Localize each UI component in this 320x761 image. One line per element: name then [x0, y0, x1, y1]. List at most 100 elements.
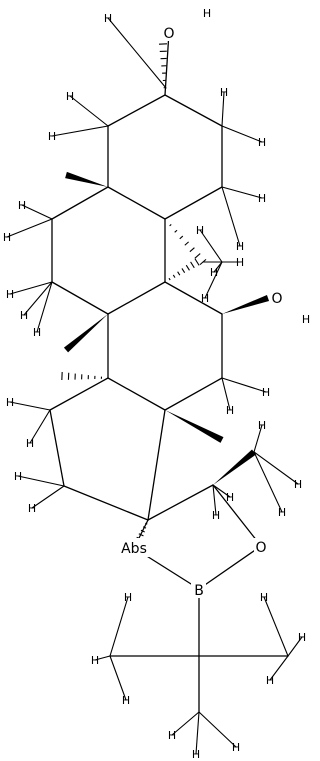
hydrogen-label-32: H: [192, 748, 200, 761]
bond-C9-C11: [164, 281, 223, 315]
hydrogen-label-19: H: [262, 386, 270, 399]
hydrogen-label-13: H: [33, 326, 41, 339]
hydrogen-bond-32: [195, 711, 200, 755]
bond-C13-C14: [107, 377, 166, 411]
hydrogen-bond-25: [109, 596, 129, 657]
hydrogen-label-12: H: [20, 309, 28, 322]
hydrogen-label-17: H: [28, 502, 36, 515]
hydrogen-23: H: [212, 484, 220, 522]
hydrogen-1: H: [104, 12, 167, 89]
hydrogen-2: H: [220, 86, 228, 127]
wedge-bond-c13-methyl: [165, 410, 224, 443]
hydrogen-7: H: [66, 90, 109, 127]
hydrogen-16: H: [14, 470, 65, 487]
hydrogen-29: H: [287, 631, 306, 657]
hydrogen-label-30: H: [266, 674, 274, 687]
oxygen-label-ring-right: O: [255, 540, 266, 556]
bond-C7-C8: [51, 281, 109, 315]
bond-C17-C13: [147, 409, 166, 521]
hashed-bond-c17-o-stroke-4: [138, 533, 144, 537]
bond-Or-B: [198, 545, 262, 590]
hydrogen-label-28: H: [260, 591, 268, 604]
hydrogen-bond-2: [221, 91, 225, 127]
oxygen-abs-overlap-label: Abs: [121, 541, 147, 557]
hashed-bond-c9-h-stroke-1: [168, 277, 171, 281]
hydrogen-bond-36: [204, 261, 223, 299]
hydrogen-bond-12: [23, 281, 53, 316]
hydrogen-30: H: [266, 655, 289, 687]
hydrogen-bond-27: [109, 655, 127, 701]
hydrogen-4: H: [221, 186, 266, 205]
bond-C4-C3: [107, 94, 166, 127]
hashed-bond-c17-o-stroke-3: [140, 529, 145, 533]
hydrogen-label-20: H: [258, 419, 266, 432]
hydrogen-label-22: H: [278, 506, 286, 519]
hydrogen-label-27: H: [122, 694, 130, 707]
oxygen-label-c3: O: [163, 26, 174, 42]
hydrogen-bond-3: [221, 125, 263, 143]
hydrogen-bond-20: [253, 424, 263, 453]
hydrogen-19: H: [221, 377, 270, 399]
hydrogen-bond-14: [9, 401, 51, 411]
hydrogen-5: H: [221, 186, 244, 253]
bond-C12-C13: [164, 377, 223, 411]
hydrogen-label-16: H: [14, 470, 22, 483]
hydrogen-label-3: H: [258, 136, 266, 149]
hydrogen-bond-13: [36, 281, 53, 333]
hashed-bond-c10-methyl-stroke-3: [179, 235, 184, 240]
hydrogen-9: H: [18, 199, 53, 220]
hashed-bond-c10-methyl-stroke-5: [189, 247, 195, 253]
bond-C3-C2: [164, 94, 223, 127]
hydrogen-label-36: H: [201, 292, 209, 305]
hashed-bond-c9-h-stroke-7: [194, 258, 200, 266]
hydrogen-26: H: [91, 654, 111, 667]
hydrogen-bond-31: [171, 711, 200, 736]
bond-C3-Oc3: [164, 31, 170, 96]
hydrogen-label-18: H: [226, 404, 234, 417]
hashed-bond-c10-methyl-stroke-6: [194, 253, 201, 259]
hydrogen-bond-7: [69, 95, 109, 127]
hashed-bond-c9-h-stroke-5: [185, 264, 190, 271]
hydrogen-label-31: H: [168, 729, 176, 742]
hashed-bond-c9-h-stroke-6: [190, 261, 195, 269]
hydrogen-bond-22: [253, 451, 283, 513]
hydrogen-14: H: [6, 396, 51, 411]
hashed-bond-c17-o-stroke-2: [142, 526, 147, 529]
bond-C1-C10: [164, 186, 223, 220]
hydrogen-34: H: [210, 261, 223, 279]
hydrogen-8: H: [48, 125, 109, 143]
hydrogen-31: H: [168, 711, 200, 742]
hydrogen-label-33: H: [232, 741, 240, 754]
oxygen-label-c11: O: [271, 291, 282, 307]
hydrogen-bond-5: [221, 186, 241, 247]
hydrogen-label-2: H: [220, 86, 228, 99]
bond-C15-C16: [49, 409, 65, 487]
hydrogen-10: H: [3, 218, 53, 244]
bond-C10-C5: [107, 186, 166, 220]
hydrogen-15: H: [26, 409, 51, 450]
hydrogen-bond-1: [107, 17, 167, 89]
hydrogen-label-11: H: [6, 288, 14, 301]
hydrogen-bond-8: [51, 125, 109, 137]
hydrogen-label-29: H: [298, 631, 306, 644]
hydrogen-bond-26: [94, 655, 111, 661]
hydrogen-bond-15: [29, 409, 51, 444]
hashed-bond-c9-h-stroke-4: [181, 268, 186, 274]
hashed-bond-c10-methyl-stroke-2: [174, 229, 178, 233]
hydrogen-25: H: [109, 591, 132, 657]
hydroxyl-group-top: O H: [162, 7, 211, 42]
bond-C20-Or: [212, 484, 262, 547]
hydrogen-label-26: H: [91, 654, 99, 667]
hydrogen-label-oh-c3: H: [203, 7, 211, 20]
hydrogen-label-6: H: [236, 256, 244, 269]
hydrogen-label-35: H: [196, 224, 204, 237]
hydrogen-bond-4: [221, 186, 263, 199]
wedge-bond-c11-oh: [222, 294, 270, 314]
bond-C5-C6: [51, 186, 109, 220]
bond-C17-C20: [147, 484, 214, 521]
hydrogen-label-24: H: [226, 491, 234, 504]
hydrogen-13: H: [33, 281, 53, 339]
hydrogen-12: H: [20, 281, 53, 322]
